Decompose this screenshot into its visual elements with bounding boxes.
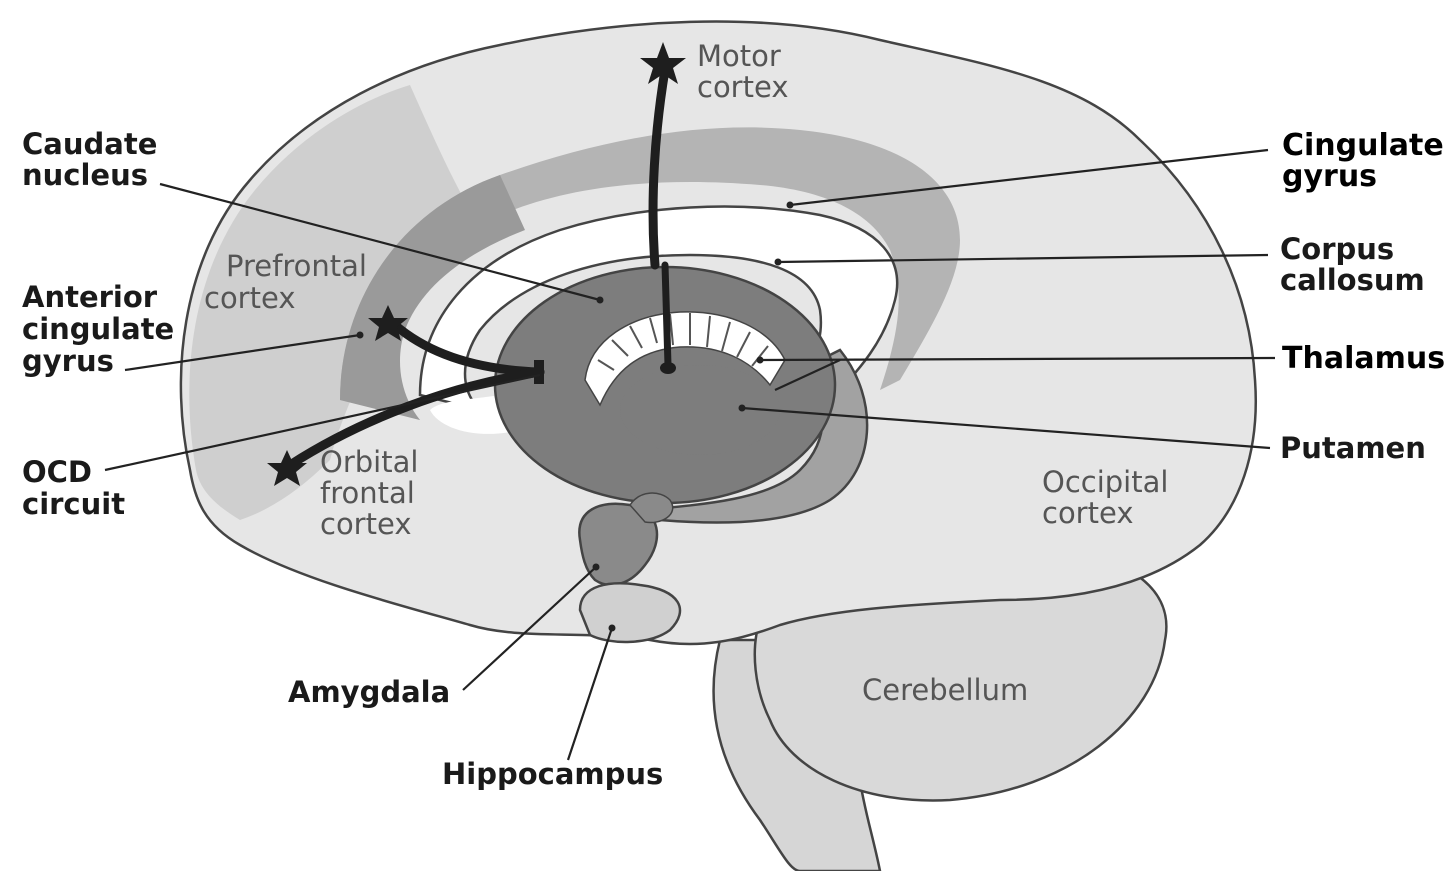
circuit-hub (534, 360, 544, 384)
label-ocd-circuit: OCD circuit (22, 455, 125, 521)
thalamus-terminal (660, 362, 676, 374)
label-amygdala: Amygdala (288, 675, 450, 709)
label-caudate-nucleus: Caudate nucleus (22, 127, 167, 192)
label-motor-cortex: Motor cortex (697, 39, 790, 104)
label-corpus-callosum: Corpus callosum (1280, 232, 1425, 297)
label-putamen: Putamen (1280, 431, 1426, 465)
label-cerebellum: Cerebellum (862, 673, 1028, 707)
label-thalamus: Thalamus (1282, 341, 1445, 376)
label-anterior-cingulate-gyrus: Anterior cingulate gyrus (22, 280, 184, 378)
label-cingulate-gyrus: Cingulate gyrus (1282, 128, 1447, 194)
circuit-down-thalamus (665, 265, 668, 365)
label-hippocampus: Hippocampus (442, 757, 663, 791)
hippocampus-shape (580, 583, 680, 642)
